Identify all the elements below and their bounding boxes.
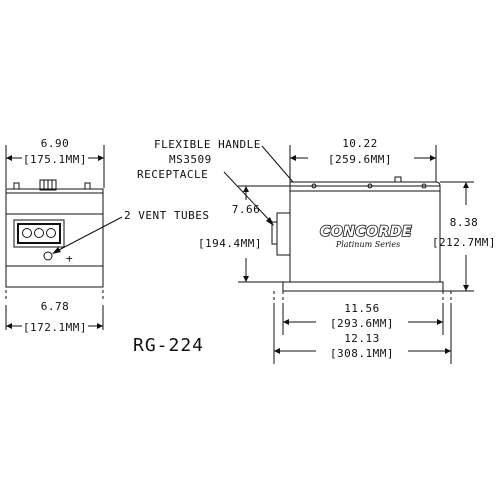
handle-nub	[394, 176, 402, 183]
bolt-icon	[421, 183, 427, 189]
front-bottom-width: 6.78	[41, 300, 70, 313]
arrowhead	[52, 247, 61, 254]
bolt-icon	[311, 183, 317, 189]
front-top-width: 6.90	[41, 137, 70, 150]
receptacle-outline	[13, 219, 65, 248]
front-base	[5, 265, 104, 288]
front-view: 6.90 [175.1MM] + 6.78	[5, 137, 105, 334]
front-top-width-mm: [175.1MM]	[23, 153, 87, 166]
arrowhead	[6, 323, 12, 329]
arrowhead	[445, 348, 451, 354]
vent-tubes-leader	[54, 216, 123, 253]
front-body	[5, 188, 104, 288]
front-top-nub	[84, 182, 91, 190]
flexible-handle-label: FLEXIBLE HANDLE	[154, 138, 261, 151]
arrowhead	[243, 186, 249, 192]
side-body	[289, 181, 441, 283]
arrowhead	[243, 276, 249, 282]
vent-tubes-label: 2 VENT TUBES	[124, 209, 209, 222]
receptacle-pin-icon	[34, 228, 44, 238]
arrowhead	[437, 319, 443, 325]
logo-text: CONCORDE	[320, 224, 412, 240]
side-receptacle-plug	[271, 221, 278, 245]
concorde-logo: CONCORDE Platinum Series	[319, 223, 412, 249]
side-view: FLEXIBLE HANDLE MS3509 RECEPTACLE 10.22 …	[137, 137, 496, 364]
vent-tubes-callout: 2 VENT TUBES	[52, 209, 209, 254]
receptacle-face	[17, 223, 61, 244]
front-top-nub	[13, 182, 20, 190]
arrowhead	[97, 323, 103, 329]
plus-sign: +	[66, 252, 73, 265]
side-base-length: 11.56	[344, 302, 380, 315]
side-top-width: 10.22	[342, 137, 378, 150]
receptacle-leader	[223, 171, 273, 224]
side-top-width-mm: [259.6MM]	[328, 153, 392, 166]
side-outer-height: 8.38	[450, 216, 479, 229]
side-overall-length-mm: [308.1MM]	[330, 347, 394, 360]
side-receptacle	[276, 212, 291, 256]
arrowhead	[290, 155, 296, 161]
arrowhead	[463, 182, 469, 188]
arrowhead	[6, 155, 12, 161]
receptacle-pin-icon	[46, 228, 56, 238]
side-inner-height: 7.66	[232, 203, 261, 216]
vent-tube-icon	[43, 251, 53, 261]
bolt-icon	[367, 183, 373, 189]
side-inner-height-mm: [194.4MM]	[198, 237, 262, 250]
arrowhead	[274, 348, 280, 354]
receptacle-label-line2: RECEPTACLE	[137, 168, 208, 181]
front-bottom-width-mm: [172.1MM]	[23, 321, 87, 334]
model-label: RG-224	[133, 335, 204, 356]
arrowhead	[98, 155, 104, 161]
side-base-length-mm: [293.6MM]	[330, 317, 394, 330]
arrowhead	[283, 319, 289, 325]
side-base	[282, 281, 444, 292]
receptacle-pin-icon	[22, 228, 32, 238]
handle-leader	[261, 145, 294, 183]
arrowhead	[463, 285, 469, 291]
series-text: Platinum Series	[335, 240, 400, 249]
receptacle-label-line1: MS3509	[169, 153, 212, 166]
side-outer-height-mm: [212.7MM]	[432, 236, 496, 249]
side-overall-length: 12.13	[344, 332, 380, 345]
arrowhead	[430, 155, 436, 161]
